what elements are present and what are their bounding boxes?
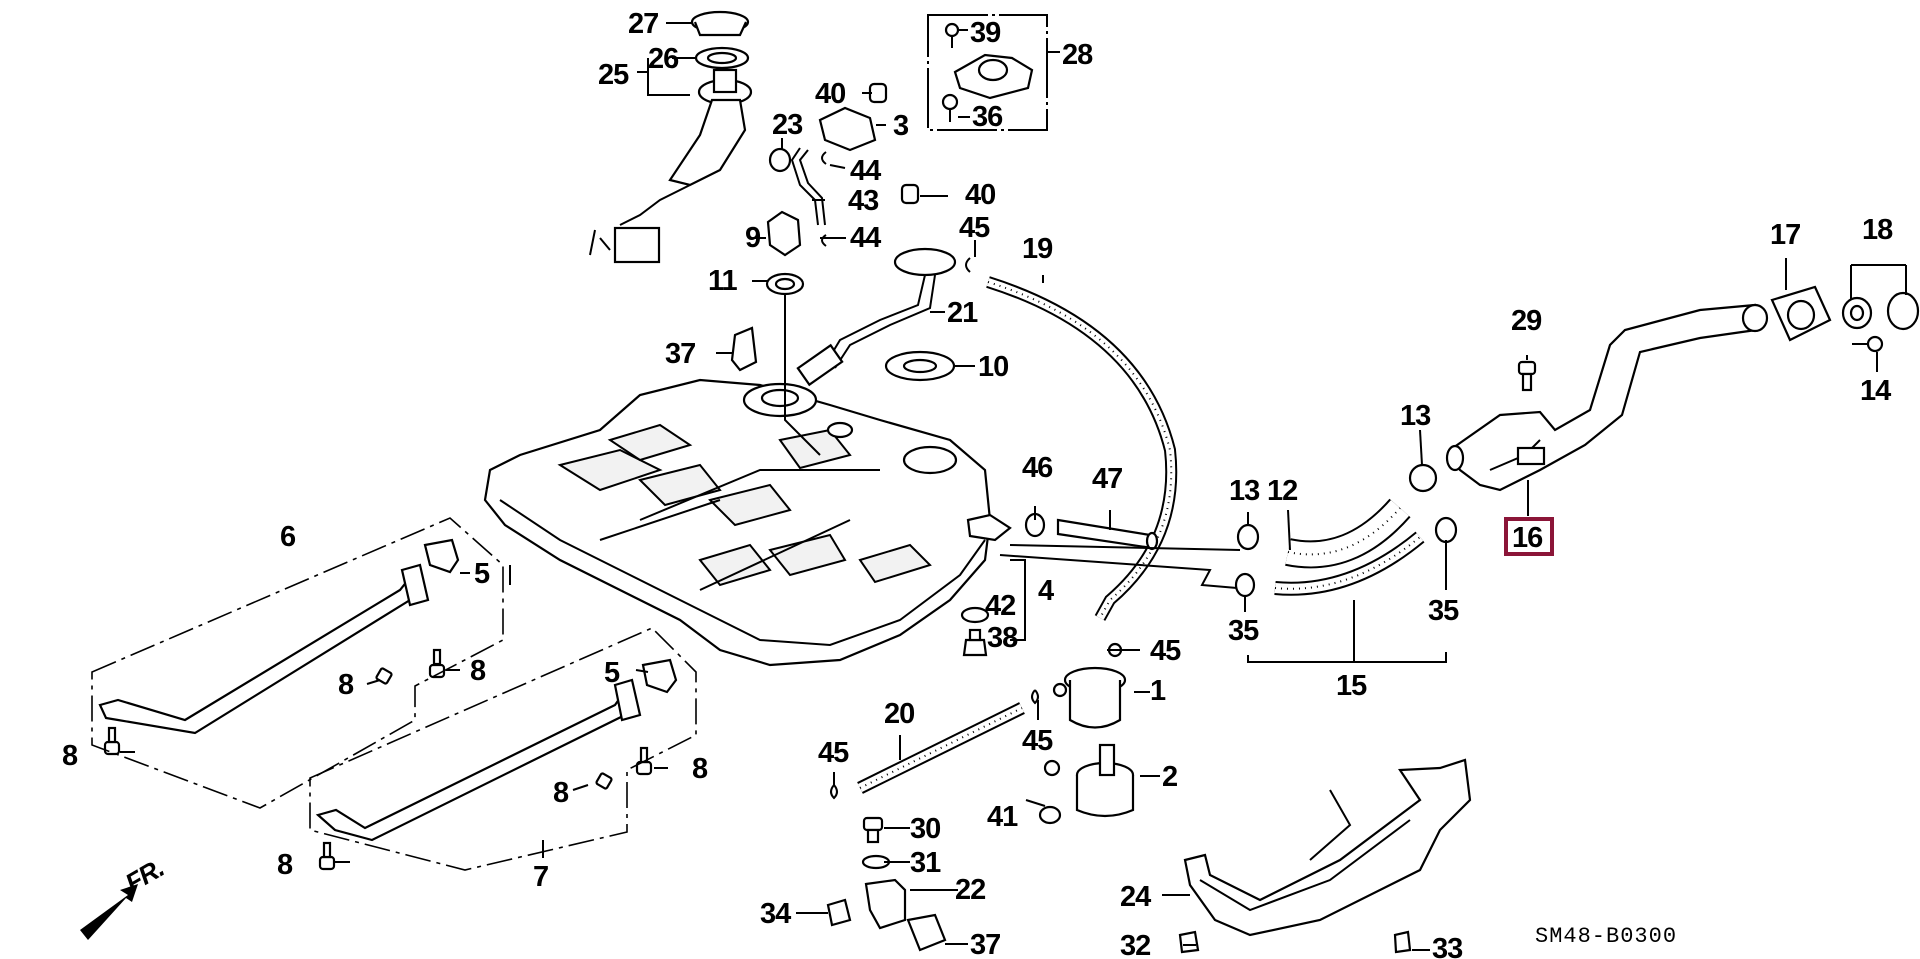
tank-strap-6[interactable] [98, 563, 430, 735]
callout-labels: 1 2 3 4 5 5 6 7 8 8 8 8 8 8 9 10 11 12 1… [62, 8, 1894, 959]
fuel-filter[interactable] [1038, 642, 1135, 825]
tank-strap-7[interactable] [315, 678, 642, 842]
callout-13b[interactable]: 13 [1400, 400, 1432, 432]
callout-45b[interactable]: 45 [1150, 635, 1182, 667]
callout-40a[interactable]: 40 [815, 78, 846, 110]
callout-26[interactable]: 26 [648, 43, 680, 75]
callout-27[interactable]: 27 [628, 8, 659, 40]
callout-11[interactable]: 11 [708, 265, 739, 297]
group-outline-7 [309, 627, 697, 871]
callout-4[interactable]: 4 [1038, 575, 1055, 607]
callout-21[interactable]: 21 [947, 297, 979, 329]
callout-34[interactable]: 34 [760, 898, 792, 930]
callout-16[interactable]: 16 [1512, 522, 1544, 554]
callout-37a[interactable]: 37 [665, 338, 696, 370]
tank-hardware[interactable] [960, 606, 990, 657]
lower-fittings[interactable] [826, 816, 947, 952]
hose-20[interactable] [830, 689, 1039, 800]
small-fittings[interactable] [765, 82, 971, 296]
callout-24[interactable]: 24 [1120, 881, 1152, 913]
sender-cover-group[interactable] [927, 14, 1048, 131]
callout-14[interactable]: 14 [1860, 375, 1892, 407]
fuel-tank[interactable] [483, 378, 1012, 667]
highlight-box-16 [1504, 517, 1554, 556]
callout-18[interactable]: 18 [1862, 214, 1894, 246]
clip-upper[interactable] [730, 326, 758, 372]
callout-45d[interactable]: 45 [818, 737, 850, 769]
callout-15[interactable]: 15 [1336, 670, 1368, 702]
filler-neck-parts[interactable] [1770, 285, 1920, 353]
callout-33[interactable]: 33 [1432, 933, 1464, 959]
callout-17[interactable]: 17 [1770, 219, 1801, 251]
callout-44a[interactable]: 44 [850, 155, 882, 187]
callout-2[interactable]: 2 [1162, 761, 1178, 793]
leader-lines [120, 22, 1907, 951]
callout-41[interactable]: 41 [987, 801, 1019, 833]
callout-8e[interactable]: 8 [553, 777, 570, 809]
callout-45a[interactable]: 45 [959, 212, 991, 244]
callout-47[interactable]: 47 [1092, 463, 1123, 495]
hose-19[interactable] [986, 276, 1178, 621]
callout-13a[interactable]: 13 [1229, 475, 1261, 507]
callout-40b[interactable]: 40 [965, 179, 996, 211]
callout-37b[interactable]: 37 [970, 929, 1001, 959]
filler-hoses[interactable] [1234, 463, 1458, 598]
front-arrow-icon [80, 884, 138, 940]
callout-38[interactable]: 38 [987, 622, 1019, 654]
callout-32[interactable]: 32 [1120, 930, 1151, 959]
callout-8c[interactable]: 8 [470, 655, 487, 687]
callout-8a[interactable]: 8 [62, 740, 79, 772]
callout-46[interactable]: 46 [1022, 452, 1054, 484]
callout-44b[interactable]: 44 [850, 222, 882, 254]
callout-8f[interactable]: 8 [692, 753, 709, 785]
fuel-gauge-unit[interactable] [589, 10, 753, 264]
skid-plate[interactable] [1178, 758, 1472, 954]
callout-8b[interactable]: 8 [338, 669, 355, 701]
callout-12[interactable]: 12 [1267, 475, 1298, 507]
fuel-pump[interactable] [796, 247, 957, 387]
callout-5a[interactable]: 5 [474, 558, 491, 590]
callout-28[interactable]: 28 [1062, 39, 1094, 71]
callout-6[interactable]: 6 [280, 521, 297, 553]
callout-5b[interactable]: 5 [604, 657, 621, 689]
group-outline-6 [91, 517, 504, 809]
callout-39[interactable]: 39 [970, 17, 1002, 49]
callout-35a[interactable]: 35 [1228, 615, 1260, 647]
pump-ring[interactable] [884, 350, 956, 382]
callout-45c[interactable]: 45 [1022, 725, 1054, 757]
fuel-filler-pipe[interactable] [1445, 303, 1769, 492]
callout-3[interactable]: 3 [893, 110, 910, 142]
callout-29[interactable]: 29 [1511, 305, 1543, 337]
callout-9[interactable]: 9 [745, 222, 762, 254]
callout-42[interactable]: 42 [985, 590, 1016, 622]
callout-35b[interactable]: 35 [1428, 595, 1460, 627]
callout-19[interactable]: 19 [1022, 233, 1054, 265]
diagram-code: SM48-B0300 [1535, 924, 1677, 949]
callout-43[interactable]: 43 [848, 185, 880, 217]
bolt-29[interactable] [1517, 360, 1537, 392]
callout-1[interactable]: 1 [1150, 675, 1167, 707]
callout-22[interactable]: 22 [955, 874, 986, 906]
callout-25[interactable]: 25 [598, 59, 630, 91]
callout-31[interactable]: 31 [910, 847, 942, 879]
strap-bolts[interactable] [103, 648, 653, 871]
callout-30[interactable]: 30 [910, 813, 941, 845]
callout-20[interactable]: 20 [884, 698, 915, 730]
callout-36[interactable]: 36 [972, 101, 1004, 133]
callout-7[interactable]: 7 [533, 861, 549, 893]
callout-8d[interactable]: 8 [277, 849, 294, 881]
callout-23[interactable]: 23 [772, 109, 804, 141]
strap-brackets[interactable] [423, 538, 678, 694]
callout-10[interactable]: 10 [978, 351, 1009, 383]
